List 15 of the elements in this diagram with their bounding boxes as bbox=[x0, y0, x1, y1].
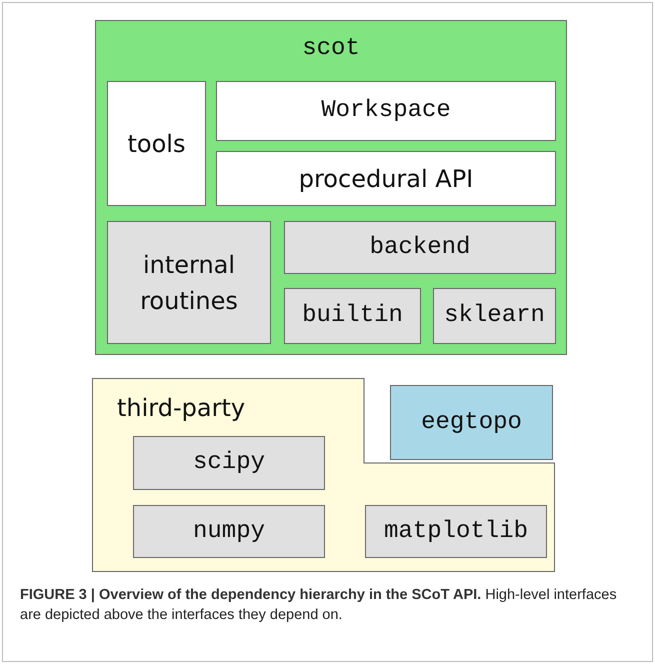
module-box: Workspace bbox=[216, 81, 556, 141]
module-box: eegtopo bbox=[390, 385, 553, 460]
figure-caption: FIGURE 3 | Overview of the dependency hierarchy in the SCoT API. High-level interfaces are depicted above the interfaces they depend on. bbox=[20, 586, 618, 625]
module-box: internal routines bbox=[107, 221, 271, 344]
module-box: numpy bbox=[133, 505, 325, 558]
module-box: matplotlib bbox=[365, 505, 547, 558]
module-box: sklearn bbox=[433, 288, 556, 344]
package-panel bbox=[95, 20, 567, 355]
module-box: scipy bbox=[133, 436, 325, 490]
module-box: procedural API bbox=[216, 151, 556, 206]
module-box: backend bbox=[284, 221, 556, 274]
module-box: tools bbox=[107, 81, 206, 206]
panel-title: third-party bbox=[117, 394, 246, 422]
panel-title: scot bbox=[301, 35, 361, 62]
module-box: builtin bbox=[284, 288, 421, 344]
